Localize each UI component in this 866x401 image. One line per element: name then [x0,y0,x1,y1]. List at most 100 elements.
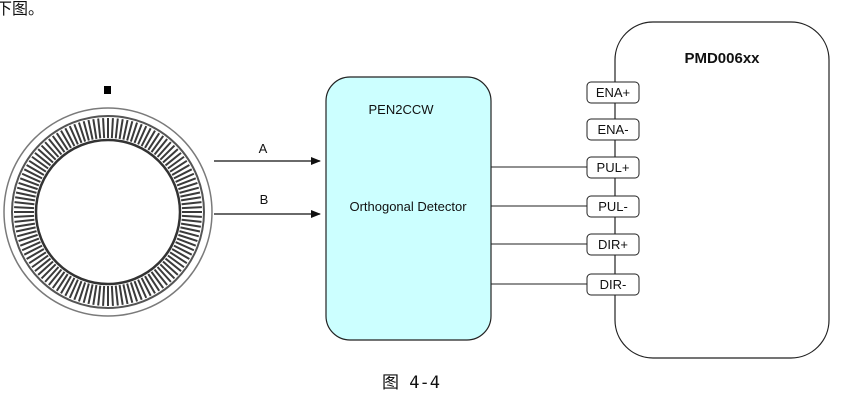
encoder-slot [92,284,98,305]
encoder-slot [156,266,172,283]
encoder-slot [147,132,161,151]
encoder-slot [176,177,197,187]
encoder-slot [15,222,36,228]
encoder-slot [179,230,200,238]
encoder-slot [180,191,201,198]
encoder-slot [178,233,198,243]
encoder-slot [15,196,36,202]
encoder-slot [167,254,185,269]
encoder-slot [82,120,90,141]
encoder-slot [122,284,129,305]
encoder-slot [14,214,35,218]
encoder-slot [126,283,134,304]
encoder-slot [153,268,168,286]
encoder-slot [73,123,83,144]
encoder-slot [181,214,202,218]
encoder-slot [150,135,165,153]
encoder-slot [26,164,45,176]
driver-title: PMD006xx [684,50,760,67]
pin-ena-minus-label: ENA- [597,122,628,137]
encoder-slot [118,119,124,140]
encoder-slot [180,222,201,228]
encoder-slot [118,284,124,305]
encoder-slot [68,125,79,145]
encoder-slot [110,285,114,306]
encoder-slot [144,275,156,294]
encoder-slot [48,138,63,156]
encoder-slot [169,251,188,265]
encoder-slot [133,123,143,144]
encoder-slot [34,257,52,272]
encoder-slot [34,152,52,167]
encoder-slot [102,118,106,139]
encoder-slot [48,268,63,286]
encoder-slot [40,144,57,161]
encoder-slot [82,283,90,304]
signal-a-label: A [259,141,268,156]
encoder-slot [28,251,47,265]
encoder-slot [31,155,49,170]
encoder-slot [164,152,182,167]
encoder-slot [97,118,102,139]
encoder-slot [21,172,41,183]
pin-dir-plus-label: DIR+ [598,237,628,252]
encoder-slot [169,159,188,173]
encoder-slot [28,159,47,173]
encoder-slot [144,130,156,149]
encoder-slot [16,230,37,238]
pin-ena-plus-label: ENA+ [596,85,630,100]
encoder-slot [73,280,83,301]
encoder-slot [14,206,35,210]
encoder-slot [181,218,202,223]
encoder-slot [175,241,195,252]
encoder-slot [18,181,38,191]
encoder-slot [180,226,201,233]
encoder-slot [159,144,176,161]
encoder-slot [129,122,139,142]
encoder-slot [97,285,102,306]
pin-ena-plus: ENA+ [586,81,640,104]
pin-ena-minus: ENA- [586,118,640,141]
encoder-slot [87,119,94,140]
encoder-slot [140,277,152,297]
encoder-slot [23,168,43,180]
encoder-slot [37,260,54,276]
encoder-slot [44,266,60,283]
encoder-slot [64,277,76,297]
encoder-slot [164,257,182,272]
detector-subtitle: Orthogonal Detector [349,199,467,214]
encoder-slot [40,263,57,280]
pin-dir-plus: DIR+ [586,233,640,256]
encoder-slot [23,244,43,256]
figure-caption: 图 4-4 [382,373,440,393]
encoder-slot [77,122,87,142]
pin-pul-plus-label: PUL+ [597,160,630,175]
encoder-slot [44,141,60,158]
encoder-slot [31,254,49,269]
encoder-slot [15,226,36,233]
detector-title: PEN2CCW [368,102,434,117]
encoder-slot [55,132,69,151]
encoder-slot [15,191,36,198]
encoder-slot [181,206,202,210]
top-text: 下图。 [0,0,44,18]
driver-block [614,21,830,359]
encoder-slot [129,282,139,302]
encoder-slot [77,282,87,302]
encoder-slot [167,155,185,170]
encoder-slot [171,164,190,176]
encoder-slots [14,118,202,306]
pin-pul-minus-label: PUL- [598,199,628,214]
encoder-slot [181,201,202,206]
encoder-slot [14,201,35,206]
detector-block [325,76,492,341]
encoder-slot [126,120,134,141]
encoder-slot [156,141,172,158]
encoder-slot [114,285,119,306]
encoder-slot [173,168,193,180]
encoder-slot [147,273,161,292]
encoder-slot [16,186,37,194]
encoder-slot [175,172,195,183]
encoder-slot [26,248,45,260]
encoder-slot [18,233,38,243]
